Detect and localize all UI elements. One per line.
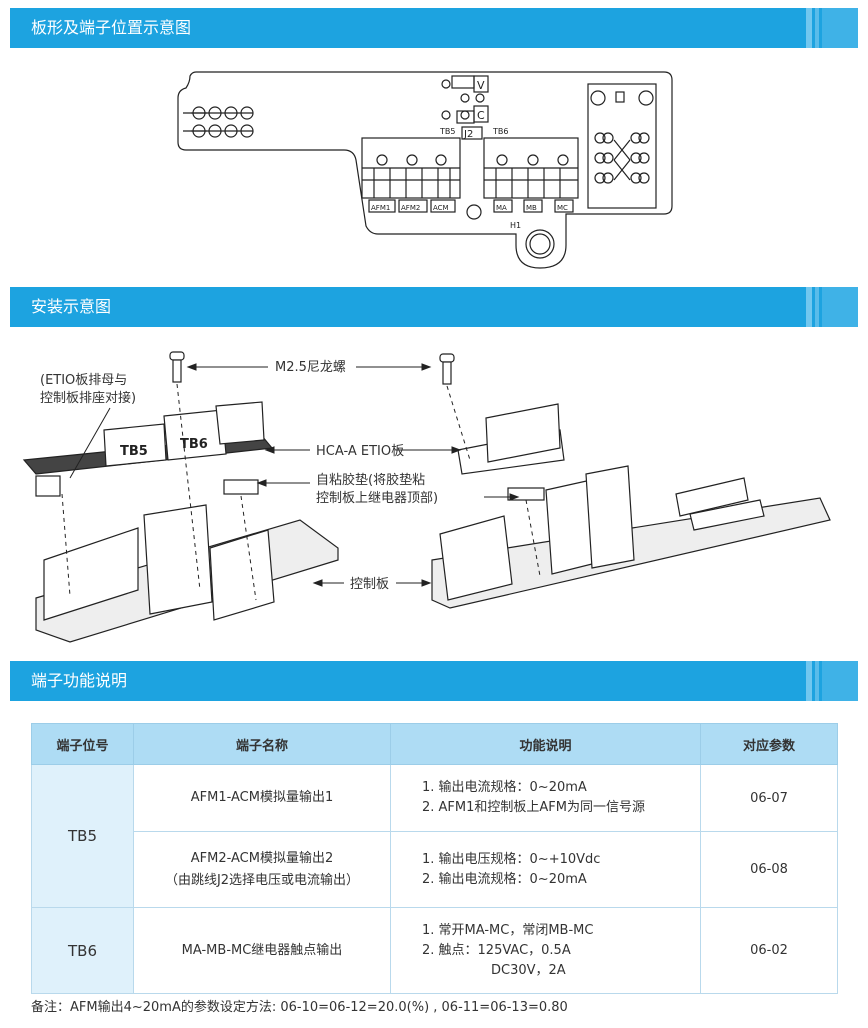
- label-acm: ACM: [433, 204, 449, 212]
- function-cell: 1. 常开MA-MC，常闭MB-MC 2. 触点：125VAC，0.5A DC3…: [390, 907, 701, 994]
- section-header-terminal-func: 端子功能说明: [10, 661, 858, 701]
- section-title: 端子功能说明: [31, 671, 128, 690]
- column-header: 功能说明: [390, 723, 701, 765]
- section-title: 板形及端子位置示意图: [31, 18, 192, 37]
- terminal-name: AFM1-ACM模拟量输出1: [190, 790, 334, 805]
- etio-label-tb5: TB5: [120, 444, 148, 459]
- label-mc: MC: [557, 204, 568, 212]
- terminal-id-cell: TB6: [31, 907, 134, 994]
- function-cell: 1. 输出电流规格：0~20mA 2. AFM1和控制板上AFM为同一信号源: [390, 764, 701, 832]
- callout-hca: HCA-A ETIO板: [316, 444, 404, 459]
- callout-pad-line1: 自粘胶垫(将胶垫粘: [316, 472, 425, 488]
- terminal-name-note: （由跳线J2选择电压或电流输出）: [164, 872, 360, 888]
- label-afm2: AFM2: [401, 204, 420, 212]
- label-v: V: [477, 79, 485, 92]
- label-c: C: [477, 109, 485, 122]
- terminal-id-cell: TB5: [31, 764, 134, 908]
- terminal-name: AFM2-ACM模拟量输出2: [190, 850, 334, 866]
- param-cell: 06-08: [700, 831, 838, 908]
- section-header-install: 安装示意图: [10, 287, 858, 327]
- section-header-board-layout: 板形及端子位置示意图: [10, 8, 858, 48]
- terminal-name-cell: MA-MB-MC继电器触点输出: [133, 907, 391, 994]
- function-line: 2. 输出电流规格：0~20mA: [422, 871, 587, 887]
- table-row: AFM2-ACM模拟量输出2 （由跳线J2选择电压或电流输出） 1. 输出电压规…: [32, 831, 838, 908]
- section-title: 安装示意图: [31, 297, 112, 316]
- table-row: TB6 MA-MB-MC继电器触点输出 1. 常开MA-MC，常闭MB-MC 2…: [31, 907, 838, 994]
- callout-pad-line2: 控制板上继电器顶部): [316, 491, 438, 506]
- connector-holes: [183, 106, 254, 138]
- label-j2: J2: [463, 129, 473, 140]
- function-line: 1. 输出电流规格：0~20mA: [422, 780, 587, 795]
- table-header-row: 端子位号 端子名称 功能说明 对应参数: [31, 723, 838, 765]
- function-line: 1. 常开MA-MC，常闭MB-MC: [422, 922, 594, 938]
- column-header: 端子名称: [133, 723, 391, 765]
- callout-ctrl: 控制板: [350, 577, 389, 592]
- label-tb6: TB6: [492, 127, 508, 136]
- function-line: 2. AFM1和控制板上AFM为同一信号源: [422, 800, 645, 815]
- param-cell: 06-02: [700, 907, 838, 994]
- column-header: 端子位号: [31, 723, 134, 765]
- header-accent: [806, 287, 858, 327]
- function-line: DC30V，2A: [491, 962, 566, 978]
- install-diagram: (ETIO板排母与 控制板排座对接) M2.5尼龙螺 HCA-A ETIO板 自…: [22, 351, 831, 643]
- header-accent: [806, 661, 858, 701]
- label-afm1: AFM1: [371, 204, 390, 212]
- header-accent: [806, 8, 858, 48]
- board-layout-diagram: V C J2 TB5 TB6 H1 AFM1 AFM2 ACM MA MB MC: [177, 71, 673, 269]
- label-tb5: TB5: [439, 127, 455, 136]
- terminal-name-cell: AFM1-ACM模拟量输出1: [133, 764, 391, 832]
- param-cell: 06-07: [700, 764, 838, 832]
- label-ma: MA: [496, 204, 507, 212]
- function-line: 1. 输出电压规格：0~+10Vdc: [422, 851, 601, 867]
- column-header: 对应参数: [700, 723, 838, 765]
- label-mb: MB: [526, 204, 537, 212]
- function-line: 2. 触点：125VAC，0.5A: [422, 942, 571, 958]
- terminal-name-cell: AFM2-ACM模拟量输出2 （由跳线J2选择电压或电流输出）: [133, 831, 391, 908]
- callout-screw: M2.5尼龙螺: [275, 360, 346, 375]
- callout-etio-line2: 控制板排座对接): [40, 390, 136, 406]
- table-row: TB5 AFM1-ACM模拟量输出1 1. 输出电流规格：0~20mA 2. A…: [31, 764, 838, 908]
- label-h1: H1: [510, 221, 521, 230]
- etio-label-tb6: TB6: [180, 437, 208, 452]
- function-cell: 1. 输出电压规格：0~+10Vdc 2. 输出电流规格：0~20mA: [390, 831, 701, 908]
- terminal-function-table: 端子位号 端子名称 功能说明 对应参数 TB5 AFM1-ACM模拟量输出1 1…: [31, 723, 838, 994]
- footnote: 备注：AFM输出4~20mA的参数设定方法: 06-10=06-12=20.0(…: [31, 1000, 568, 1015]
- callout-etio-line1: (ETIO板排母与: [40, 373, 127, 388]
- terminal-name: MA-MB-MC继电器触点输出: [181, 942, 343, 958]
